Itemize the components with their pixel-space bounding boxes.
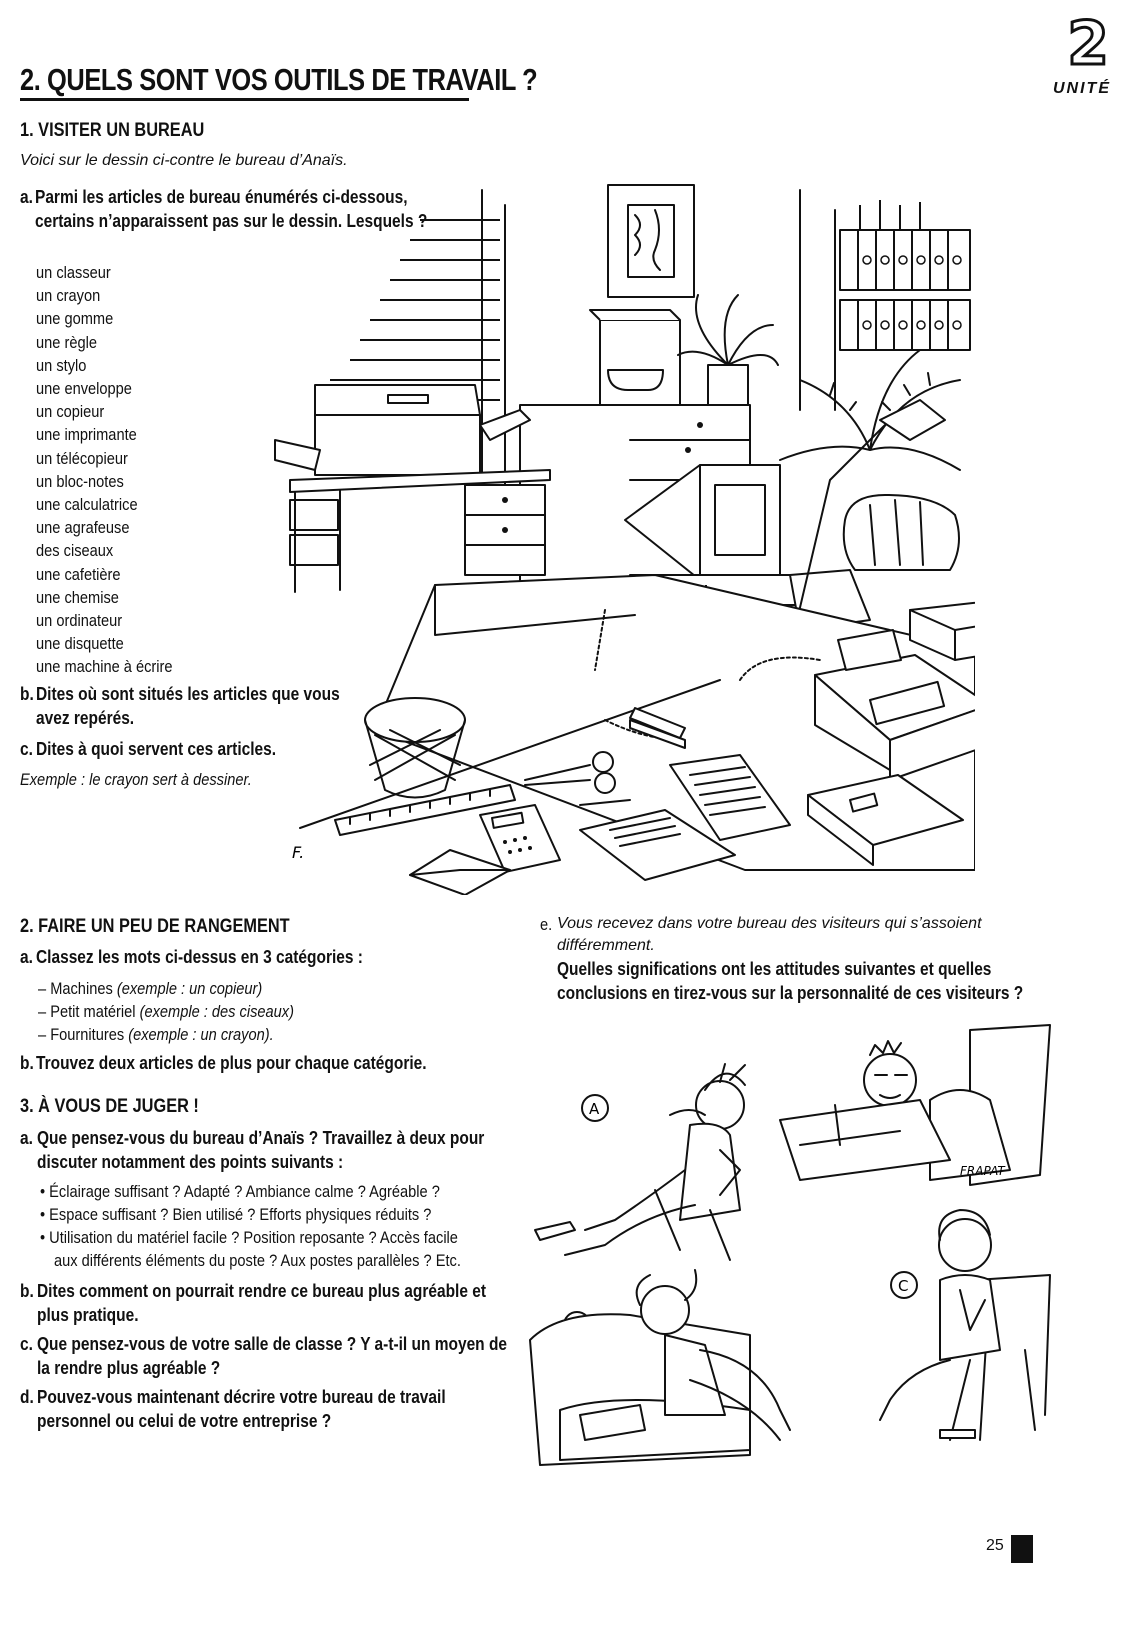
section1-qc-letter: c. [20, 739, 33, 759]
paper-sheet-icon [579, 809, 736, 881]
unit-label: UNITÉ [1053, 80, 1111, 97]
unit-number: 2 [1066, 9, 1111, 79]
calculator-icon [479, 804, 561, 873]
page-title: 2. QUELS SONT VOS OUTILS DE TRAVAIL ? [20, 62, 538, 97]
list-item: une calculatrice [36, 495, 138, 515]
list-item: une disquette [36, 634, 124, 654]
list-item: une enveloppe [36, 379, 132, 399]
category-example: (exemple : des ciseaux) [139, 1002, 294, 1021]
bullet-item: • Espace suffisant ? Bien utilisé ? Effo… [40, 1205, 432, 1224]
waste-basket-icon [364, 697, 466, 799]
list-item: un stylo [36, 355, 87, 375]
section1-heading: 1. VISITER UN BUREAU [20, 120, 205, 141]
desk-person-icon: FRAPAT [779, 1024, 1051, 1186]
typewriter-icon [814, 629, 975, 781]
section3-qb-text: Dites comment on pourrait rendre ce bure… [37, 1281, 487, 1325]
office-chair-icon [842, 494, 960, 571]
ruler-icon [334, 784, 516, 836]
list-item: une machine à écrire [36, 657, 173, 677]
list-item: une cafetière [36, 564, 121, 584]
list-item: une imprimante [36, 425, 137, 445]
section3-qd-letter: d. [20, 1387, 34, 1407]
list-item: un crayon [36, 286, 101, 306]
office-items-list: un classeur un crayon une gomme une règl… [36, 261, 195, 679]
section3-qa-letter: a. [20, 1128, 33, 1148]
visitor-a-icon: A [534, 1063, 746, 1261]
section3-qb-letter: b. [20, 1281, 34, 1301]
section2-qa-letter: a. [20, 947, 33, 967]
bullet-item: • Éclairage suffisant ? Adapté ? Ambianc… [40, 1182, 440, 1201]
section1-qc-text: Dites à quoi servent ces articles. [36, 739, 277, 759]
sectionE-letter: e. [540, 915, 553, 934]
binders-shelf-icon [839, 200, 971, 351]
list-item: un classeur [36, 263, 111, 282]
title-underline [20, 98, 469, 101]
sectionE-intro: Vous recevez dans votre bureau des visit… [557, 915, 982, 954]
book-stack-icon [909, 601, 975, 661]
visitors-illustration: FRAPAT A B C [529, 1024, 1051, 1466]
category-name: – Petit matériel [38, 1002, 136, 1021]
list-item: une chemise [36, 587, 119, 607]
category-example: (exemple : un copieur) [116, 979, 263, 998]
left-desk-icon [289, 469, 551, 593]
window-blinds-icon [315, 189, 506, 511]
list-item: des ciseaux [36, 541, 114, 561]
section1-qb-letter: b. [20, 684, 34, 704]
section3-qc-text: Que pensez-vous de votre salle de classe… [37, 1334, 508, 1378]
framed-picture-icon [607, 184, 695, 298]
visitor-b-icon: B [529, 1269, 791, 1466]
section3-qa-text: Que pensez-vous du bureau d’Anaïs ? Trav… [37, 1128, 485, 1172]
section1-qa-text: Parmi les articles de bureau énumérés ci… [35, 187, 428, 231]
category-example: (exemple : un crayon). [128, 1025, 274, 1044]
notepad-icon [669, 754, 791, 841]
coffee-maker-icon [589, 309, 686, 416]
section3-qd-text: Pouvez-vous maintenant décrire votre bur… [37, 1387, 446, 1431]
section2-qb-text: Trouvez deux articles de plus pour chaqu… [36, 1053, 427, 1073]
illustration-signature: F. [292, 843, 304, 862]
section3-qc-letter: c. [20, 1334, 33, 1354]
section3-heading: 3. À VOUS DE JUGER ! [20, 1096, 199, 1117]
folder-icon [807, 774, 964, 866]
category-petit-materiel: – Petit matériel (exemple : des ciseaux) [38, 1000, 294, 1023]
label-a: A [589, 1100, 600, 1118]
label-c: C [898, 1277, 908, 1295]
section2-qa-text: Classez les mots ci-dessus en 3 catégori… [36, 947, 363, 967]
list-item: une agrafeuse [36, 518, 130, 538]
section1-qa-letter: a. [20, 187, 33, 207]
bullet-item-continued: aux différents éléments du poste ? Aux p… [54, 1251, 461, 1270]
category-fournitures: – Fournitures (exemple : un crayon). [38, 1023, 274, 1046]
category-name: – Machines [38, 979, 113, 998]
section2-qb-letter: b. [20, 1053, 34, 1073]
sectionE-question: Quelles significations ont les attitudes… [557, 959, 1024, 1003]
list-item: une gomme [36, 309, 114, 329]
list-item: une règle [36, 332, 97, 352]
category-name: – Fournitures [38, 1025, 125, 1044]
section1-intro: Voici sur le dessin ci-contre le bureau … [20, 152, 348, 169]
envelope-icon [409, 849, 511, 895]
page-number: 25 [986, 1537, 1004, 1554]
visitors-signature: FRAPAT [960, 1164, 1006, 1178]
category-machines: – Machines (exemple : un copieur) [38, 977, 262, 1000]
stapler-icon [629, 707, 686, 749]
office-illustration: F. [274, 184, 975, 895]
section1-qb-text: Dites où sont situés les articles que vo… [36, 684, 340, 728]
list-item: un ordinateur [36, 611, 123, 631]
bullet-item: • Utilisation du matériel facile ? Posit… [40, 1228, 458, 1247]
list-item: un copieur [36, 402, 105, 422]
printer-icon [274, 384, 531, 476]
section1-example: Exemple : le crayon sert à dessiner. [20, 770, 252, 789]
scissors-icon [524, 751, 616, 794]
page-marker [1011, 1535, 1033, 1563]
fern-plant-icon [779, 349, 961, 471]
list-item: un bloc-notes [36, 471, 124, 491]
section2-heading: 2. FAIRE UN PEU DE RANGEMENT [20, 916, 290, 937]
list-item: un télécopieur [36, 448, 128, 468]
plant-icon [677, 294, 779, 406]
visitor-c-icon: C [879, 1209, 1051, 1441]
